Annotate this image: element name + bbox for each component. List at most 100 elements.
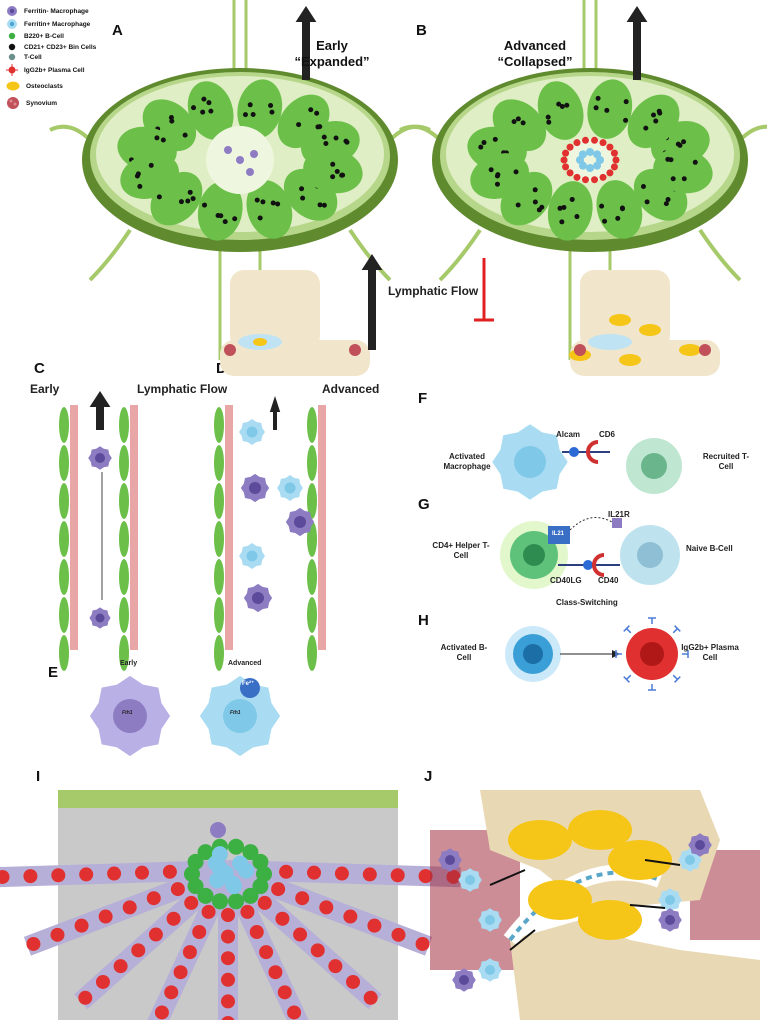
lymphatic-flow-label-ab: Lymphatic Flow [388, 284, 479, 298]
node-b-bin-cell [681, 139, 687, 145]
plasma-cell [293, 927, 308, 942]
node-a-macrophage [224, 146, 232, 154]
node-a-bin-cell [191, 105, 197, 111]
plasma-cell [98, 909, 113, 924]
node-a-bin-cell [269, 109, 275, 115]
node-b-bin-cell [495, 172, 501, 178]
node-b-ferritin-pos-macrophage [593, 150, 602, 159]
plasma-cell [221, 1016, 235, 1020]
node-a-bin-cell [242, 112, 248, 118]
plasma-cell [221, 994, 235, 1009]
ferritin-negative-macrophage-nucleus [459, 975, 469, 985]
node-a-bin-cell [315, 124, 321, 130]
node-b-synovium [574, 344, 586, 356]
panel-letter-h: H [418, 612, 429, 629]
plasma-cell [271, 882, 286, 897]
node-b-bin-cell [593, 105, 599, 111]
ferritin-negative-macrophage [210, 822, 226, 838]
vessel-c-left-smooth-muscle [59, 483, 69, 519]
node-a-bin-cell [299, 186, 305, 192]
vessel-d-left-smooth-muscle [214, 521, 224, 557]
plasma-cell [164, 985, 179, 1000]
b-cell [197, 844, 214, 861]
node-b-bin-cell [539, 204, 545, 210]
plasma-cell [0, 869, 10, 884]
ferritin-positive-macrophage-nucleus [246, 550, 258, 562]
plasma-cell [268, 965, 283, 980]
panel-b-title-line1: Advanced [503, 38, 567, 53]
osteoclast-activation-arrow [489, 869, 526, 886]
node-b-medulla [568, 138, 612, 182]
node-b-bin-cell [520, 120, 526, 126]
lymphatic-flow-label-cd: Lymphatic Flow [137, 382, 228, 396]
plasma-cell [154, 1005, 169, 1020]
vessel-d-left-smooth-muscle [214, 559, 224, 595]
cd40-label: CD40 [598, 576, 619, 585]
node-b-plasma-cell [606, 169, 614, 177]
node-a-bin-cell [334, 168, 340, 174]
vessel-c-left-endothelium [70, 405, 78, 650]
antibody-icon [672, 625, 681, 634]
recruited-t-cell-label: Recruited T-Cell [702, 452, 750, 471]
cd40lg-label: CD40LG [550, 576, 582, 585]
node-b-plasma-cell [591, 176, 599, 184]
legend-item: Ferritin- Macrophage [6, 4, 89, 18]
node-b-bin-cell [561, 204, 567, 210]
plasma-cell [146, 891, 161, 906]
plasma-cell [166, 911, 181, 926]
vessel-d-left-smooth-muscle [214, 407, 224, 443]
node-b-afferent-vessel [399, 124, 442, 142]
node-b-bin-cell [651, 112, 657, 118]
node-b-bin-cell [620, 206, 626, 212]
alcam-label: Alcam [556, 430, 581, 439]
plasma-cell [221, 951, 235, 966]
node-b-lobule [587, 79, 633, 139]
advanced-macrophage-cell-nucleus [223, 699, 257, 733]
plasma-cell [182, 945, 197, 960]
antibody-icon [648, 684, 656, 691]
node-b-plasma-cell [612, 156, 620, 164]
cd4-helper-t-cell-nucleus [523, 544, 545, 566]
antibody-icon [682, 650, 689, 658]
vessel-d-right-smooth-muscle [307, 483, 317, 519]
cd40lg-ligand [583, 560, 593, 570]
node-a-bin-cell [247, 102, 253, 108]
il21r-receptor [612, 518, 622, 528]
cd6-label: CD6 [599, 430, 616, 439]
vessel-c-left-smooth-muscle [59, 445, 69, 481]
cd4-helper-t-cell-label: CD4+ Helper T-Cell [432, 541, 490, 560]
node-a-bin-cell [333, 135, 339, 141]
flow-arrow-a [302, 20, 310, 80]
node-b-ferritin-pos-macrophage [593, 161, 602, 170]
flow-arrow-d-head [269, 396, 281, 412]
plasma-cell [249, 925, 264, 940]
b-cell [256, 866, 272, 882]
vessel-c-left-smooth-muscle [59, 597, 69, 633]
vessel-d-left-smooth-muscle [214, 483, 224, 519]
plasma-cell [107, 866, 122, 881]
activated-b-cell-nucleus [523, 644, 543, 664]
plasma-cell [162, 864, 177, 879]
panel-e-advanced-label: Advanced [228, 660, 262, 667]
legend-label: Osteoclasts [26, 82, 63, 90]
ferritin-positive-macrophage-nucleus [485, 965, 495, 975]
node-b-bin-cell [595, 95, 601, 101]
node-b-plasma-cell [573, 173, 581, 181]
node-a-lobule [197, 181, 243, 241]
node-a-bin-cell [178, 199, 184, 205]
node-a-macrophage [246, 168, 254, 176]
ferritin-positive-macrophage-nucleus [485, 915, 495, 925]
node-b-afferent-vessel [738, 124, 767, 142]
osteoclast [578, 900, 642, 940]
vessel-d-right-smooth-muscle [307, 407, 317, 443]
vessel-c-right-smooth-muscle [119, 407, 129, 443]
node-b-bin-cell [546, 119, 552, 125]
ferritin-positive-macrophage-nucleus [284, 482, 296, 494]
igg2b-plasma-cell-nucleus [640, 642, 664, 666]
node-b-lobule [547, 181, 593, 241]
vessel-d-right-smooth-muscle [307, 559, 317, 595]
ferritin-negative-macrophage-nucleus [249, 482, 261, 494]
b-cell [228, 893, 245, 910]
node-b-bin-cell [623, 99, 629, 105]
il21r-label: IL21R [608, 510, 630, 519]
